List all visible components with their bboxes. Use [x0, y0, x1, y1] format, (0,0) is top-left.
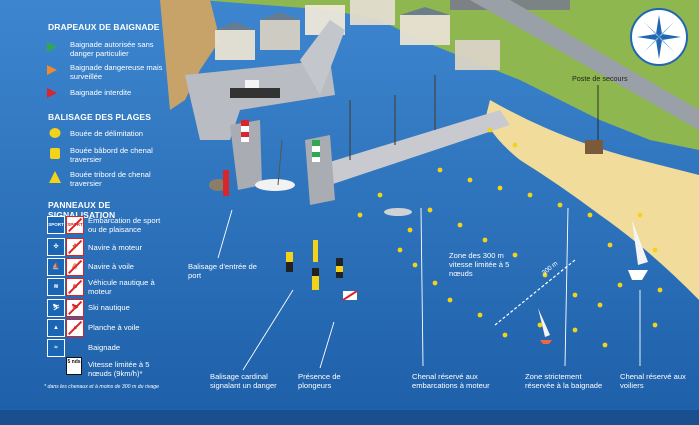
signs-title: PANNEAUX DE SIGNALISATION [48, 200, 116, 220]
legend-panel: DRAPEAUX DE BAIGNADE Baignade autorisée … [0, 0, 168, 425]
flags-title: DRAPEAUX DE BAIGNADE [48, 22, 160, 32]
compass-rose-icon [630, 8, 688, 66]
legend-footnote: * dans les chenaux et à moins de 300 m d… [44, 384, 160, 390]
flag-green-label: Baignade autorisée sans danger particuli… [70, 40, 154, 58]
port-buoy [223, 170, 229, 196]
swimming-icon: ≈ [47, 339, 65, 357]
cardinal-buoys [286, 240, 343, 290]
jetski-forbidden-icon: ≋ [66, 278, 84, 296]
sport-boat-icon: SPORT [47, 216, 65, 234]
delimitation-buoys [357, 127, 663, 348]
sign-motor-label: Navire à moteur [88, 243, 143, 252]
green-flag-icon [47, 42, 57, 52]
sign-sail-label: Navire à voile [88, 262, 135, 271]
orange-flag-icon [47, 65, 57, 75]
windsurf-forbidden-icon: ▲ [66, 319, 84, 337]
sport-boat-forbidden-icon: SPORT [66, 216, 84, 234]
sign-windsurf-label: Planche à voile [88, 323, 140, 332]
harbour-boats [230, 75, 436, 191]
port-buoy-icon [50, 148, 60, 159]
sign-jetski-label: Véhicule nautique à moteur [88, 278, 155, 296]
rescue-post [585, 140, 603, 154]
flag-red-label: Baignade interdite [70, 88, 132, 97]
windsurf-icon: ▲ [47, 319, 65, 337]
callout-port-entry: Balisage d'entrée de port [188, 262, 258, 280]
sign-swimming-label: Baignade [88, 343, 121, 352]
sailboat-forbidden-icon: ⛵ [66, 258, 84, 276]
jetty [320, 110, 510, 185]
callout-swim-zone: Zone strictement réservée à la baignade [525, 372, 603, 390]
beach [485, 100, 699, 300]
sign-speed-label: Vitesse limitée à 5 nœuds (9km/h)* [88, 360, 150, 378]
sign-sport-label: Embarcation de sport ou de plaisance [88, 216, 161, 234]
quay [185, 60, 335, 140]
callout-cardinal: Balisage cardinal signalant un danger [210, 372, 277, 390]
buoy-port-label: Bouée bâbord de chenal traversier [70, 146, 153, 164]
buoy-starboard-label: Bouée tribord de chenal traversier [70, 170, 151, 188]
waterski-icon: ⛷ [47, 299, 65, 317]
jetski-icon: ≋ [47, 278, 65, 296]
cliff [160, 0, 220, 110]
callout-divers: Présence de plongeurs [298, 372, 341, 390]
lighthouse-red [241, 120, 249, 142]
callout-300m-zone: Zone des 300 m vitesse limitée à 5 nœuds [449, 251, 510, 278]
buoys-title: BALISAGE DES PLAGES [48, 112, 151, 122]
buoy-icons [49, 128, 61, 183]
buoy-delimitation-label: Bouée de délimitation [70, 129, 144, 138]
speed-limit-icon: 5 nds [66, 357, 82, 375]
callout-rescue-post: Poste de secours [572, 74, 628, 83]
callout-sail-channel: Chenal réservé aux voiliers [620, 372, 686, 390]
waterski-forbidden-icon: ⛷ [66, 299, 84, 317]
sailboat-icon: ⛵ [47, 258, 65, 276]
sign-waterski-label: Ski nautique [88, 303, 130, 312]
propeller-forbidden-icon: ✣ [66, 238, 84, 256]
propeller-icon: ✣ [47, 238, 65, 256]
delimitation-buoy-icon [49, 128, 61, 138]
flag-orange-label: Baignade dangereuse mais surveillée [70, 63, 163, 81]
lighthouse-green [312, 140, 320, 162]
red-flag-icon [47, 88, 57, 98]
callout-motor-channel: Chenal réservé aux embarcations à moteur [412, 372, 490, 390]
starboard-buoy-icon [49, 171, 61, 183]
